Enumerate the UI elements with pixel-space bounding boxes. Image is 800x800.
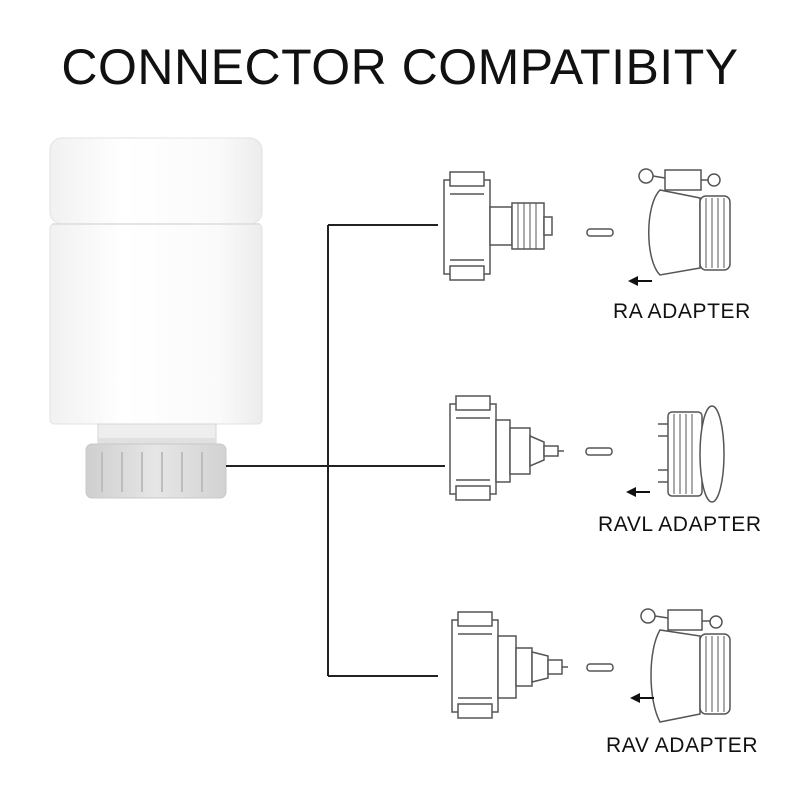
adapter-label-ravl: RAVL ADAPTER [598,513,762,536]
pin-rav [586,663,614,672]
connector-lines [226,224,445,677]
valve-ravl [449,395,564,501]
page-title: CONNECTOR COMPATIBITY [61,39,739,95]
arrow-left-icon [630,693,654,703]
pin-ra [586,228,614,237]
valve-rav [451,611,568,719]
thermostat-knob [85,443,227,499]
adapter-ravl-drawing [658,405,725,503]
pin-ravl [585,447,613,456]
arrow-left-icon [626,487,650,497]
adapter-ra-drawing [638,168,731,276]
thermostat-body [49,223,263,425]
adapter-label-ra: RA ADAPTER [613,300,751,323]
valve-ra [443,171,553,281]
adapter-label-rav: RAV ADAPTER [606,734,759,757]
arrow-left-icon [628,276,652,286]
thermostat-device [49,137,263,499]
adapter-rav-drawing [640,608,731,723]
thermostat-cap [49,137,263,225]
